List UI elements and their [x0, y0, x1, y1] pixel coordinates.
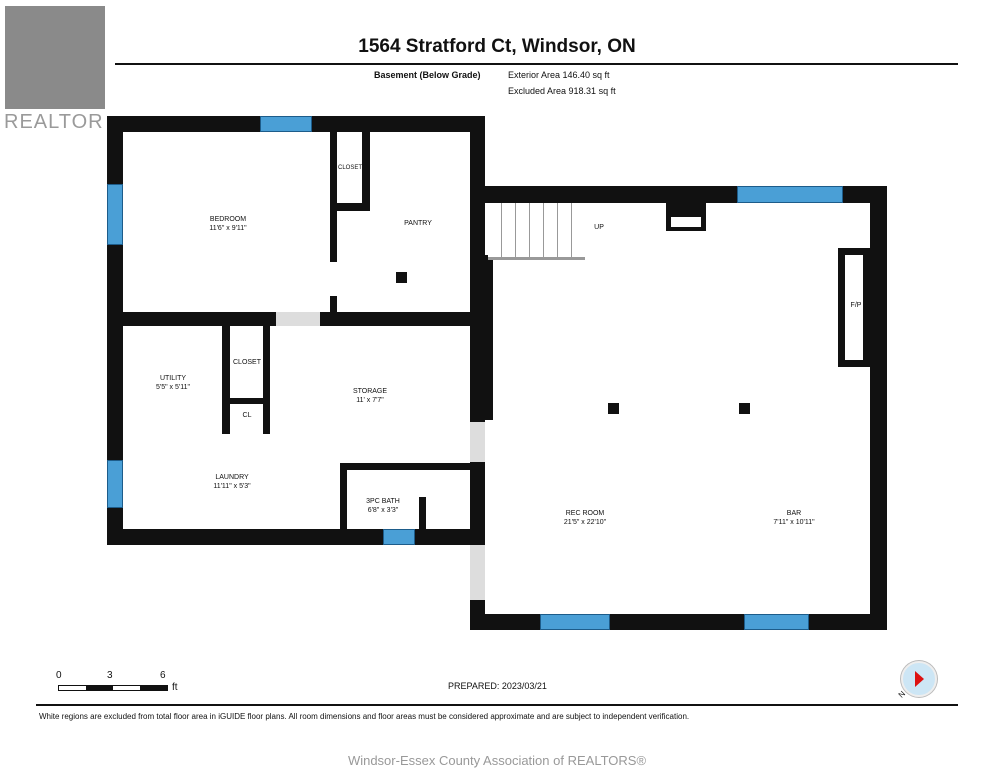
room-label-pantry: PANTRY: [404, 219, 432, 228]
wall: [123, 312, 276, 326]
wall: [470, 116, 485, 422]
room-name: CL: [242, 412, 252, 419]
wall: [340, 463, 347, 529]
fireplace: [838, 248, 870, 367]
room-name: UTILITY: [159, 375, 187, 382]
doorway: [470, 545, 485, 600]
room-name: STORAGE: [352, 388, 388, 395]
support-post: [396, 272, 407, 283]
room-label-utility: UTILITY 5'5" x 5'11": [156, 374, 190, 392]
room-name: CLOSET: [337, 165, 363, 171]
prepared-date: PREPARED: 2023/03/21: [448, 681, 547, 691]
excluded-area: Excluded Area 918.31 sq ft: [508, 86, 616, 96]
wall: [330, 296, 337, 312]
wall: [470, 462, 485, 545]
stairs-label: UP: [594, 224, 604, 231]
scale-unit: ft: [172, 682, 178, 693]
title-rule: [115, 63, 958, 65]
fireplace-label: F/P: [851, 301, 862, 310]
room-dims: 11'6" x 9'11": [209, 225, 247, 232]
room-label-closet: CLOSET: [233, 358, 261, 367]
level-label: Basement (Below Grade): [374, 70, 481, 80]
window: [540, 614, 610, 630]
vent-fixture: [666, 203, 706, 231]
room-dims: 6'8" x 3'3": [367, 507, 399, 514]
scale-bar: 0 3 6 ft: [56, 670, 186, 694]
exterior-area: Exterior Area 146.40 sq ft: [508, 70, 610, 80]
room-dims: 7'11" x 10'11": [773, 519, 815, 526]
room-name: REC ROOM: [565, 510, 605, 517]
stairs-label-wrap: UP: [594, 223, 604, 232]
room-name: BEDROOM: [209, 216, 247, 223]
scale-tick: 3: [107, 670, 113, 681]
support-post: [608, 403, 619, 414]
room-name: BAR: [786, 510, 802, 517]
window: [744, 614, 809, 630]
wall: [107, 529, 485, 545]
room-label-storage: STORAGE 11' x 7'7": [353, 387, 387, 405]
wall: [330, 132, 337, 262]
wall: [222, 398, 270, 404]
room-label-bar: BAR 7'11" x 10'11": [773, 509, 814, 527]
room-label-laundry: LAUNDRY 11'11" x 5'3": [213, 473, 250, 491]
scale-bar-graphic: [58, 685, 168, 691]
room-name: F/P: [850, 302, 862, 309]
wall: [483, 255, 493, 420]
wall: [263, 326, 270, 434]
wall: [470, 600, 485, 630]
wall: [320, 312, 470, 326]
realtor-logo-text: REALTOR: [4, 111, 104, 133]
scale-tick: 0: [56, 670, 62, 681]
room-label-cl: CL: [243, 411, 252, 420]
room-dims: 11' x 7'7": [356, 397, 384, 404]
room-dims: 5'5" x 5'11": [156, 384, 190, 391]
room-name: LAUNDRY: [215, 474, 249, 481]
wall: [340, 463, 470, 470]
scale-tick: 6: [160, 670, 166, 681]
floor-plan: BEDROOM 11'6" x 9'11" PANTRY CLOSET UTILI…: [107, 116, 887, 630]
wall: [337, 203, 370, 211]
room-label-bath: 3PC BATH 6'8" x 3'3": [366, 497, 400, 515]
footer-rule: [36, 704, 958, 706]
room-name: 3PC BATH: [366, 498, 400, 505]
support-post: [739, 403, 750, 414]
room-label-rec-room: REC ROOM 21'5" x 22'10": [564, 509, 606, 527]
room-name: PANTRY: [404, 220, 432, 227]
wall: [362, 132, 370, 211]
doorway: [470, 422, 485, 462]
window: [107, 460, 123, 508]
room-dims: 11'11" x 5'3": [213, 483, 251, 490]
window: [737, 186, 843, 203]
room-name: CLOSET: [232, 359, 262, 366]
page-title: 1564 Stratford Ct, Windsor, ON: [358, 36, 636, 57]
wall: [470, 614, 887, 630]
realtor-logo: [5, 6, 105, 109]
window: [107, 184, 123, 245]
footer-credit: Windsor-Essex County Association of REAL…: [347, 753, 647, 768]
window: [383, 529, 415, 545]
wall: [222, 326, 230, 434]
wall: [870, 186, 887, 630]
disclaimer: White regions are excluded from total fl…: [39, 712, 690, 721]
room-label-closet: CLOSET: [338, 164, 362, 173]
room-label-bedroom: BEDROOM 11'6" x 9'11": [209, 215, 246, 233]
doorway: [276, 312, 320, 326]
compass-icon: [901, 661, 937, 697]
wall: [419, 497, 426, 529]
window: [260, 116, 312, 132]
stairs: [488, 203, 585, 260]
room-dims: 21'5" x 22'10": [563, 519, 607, 526]
